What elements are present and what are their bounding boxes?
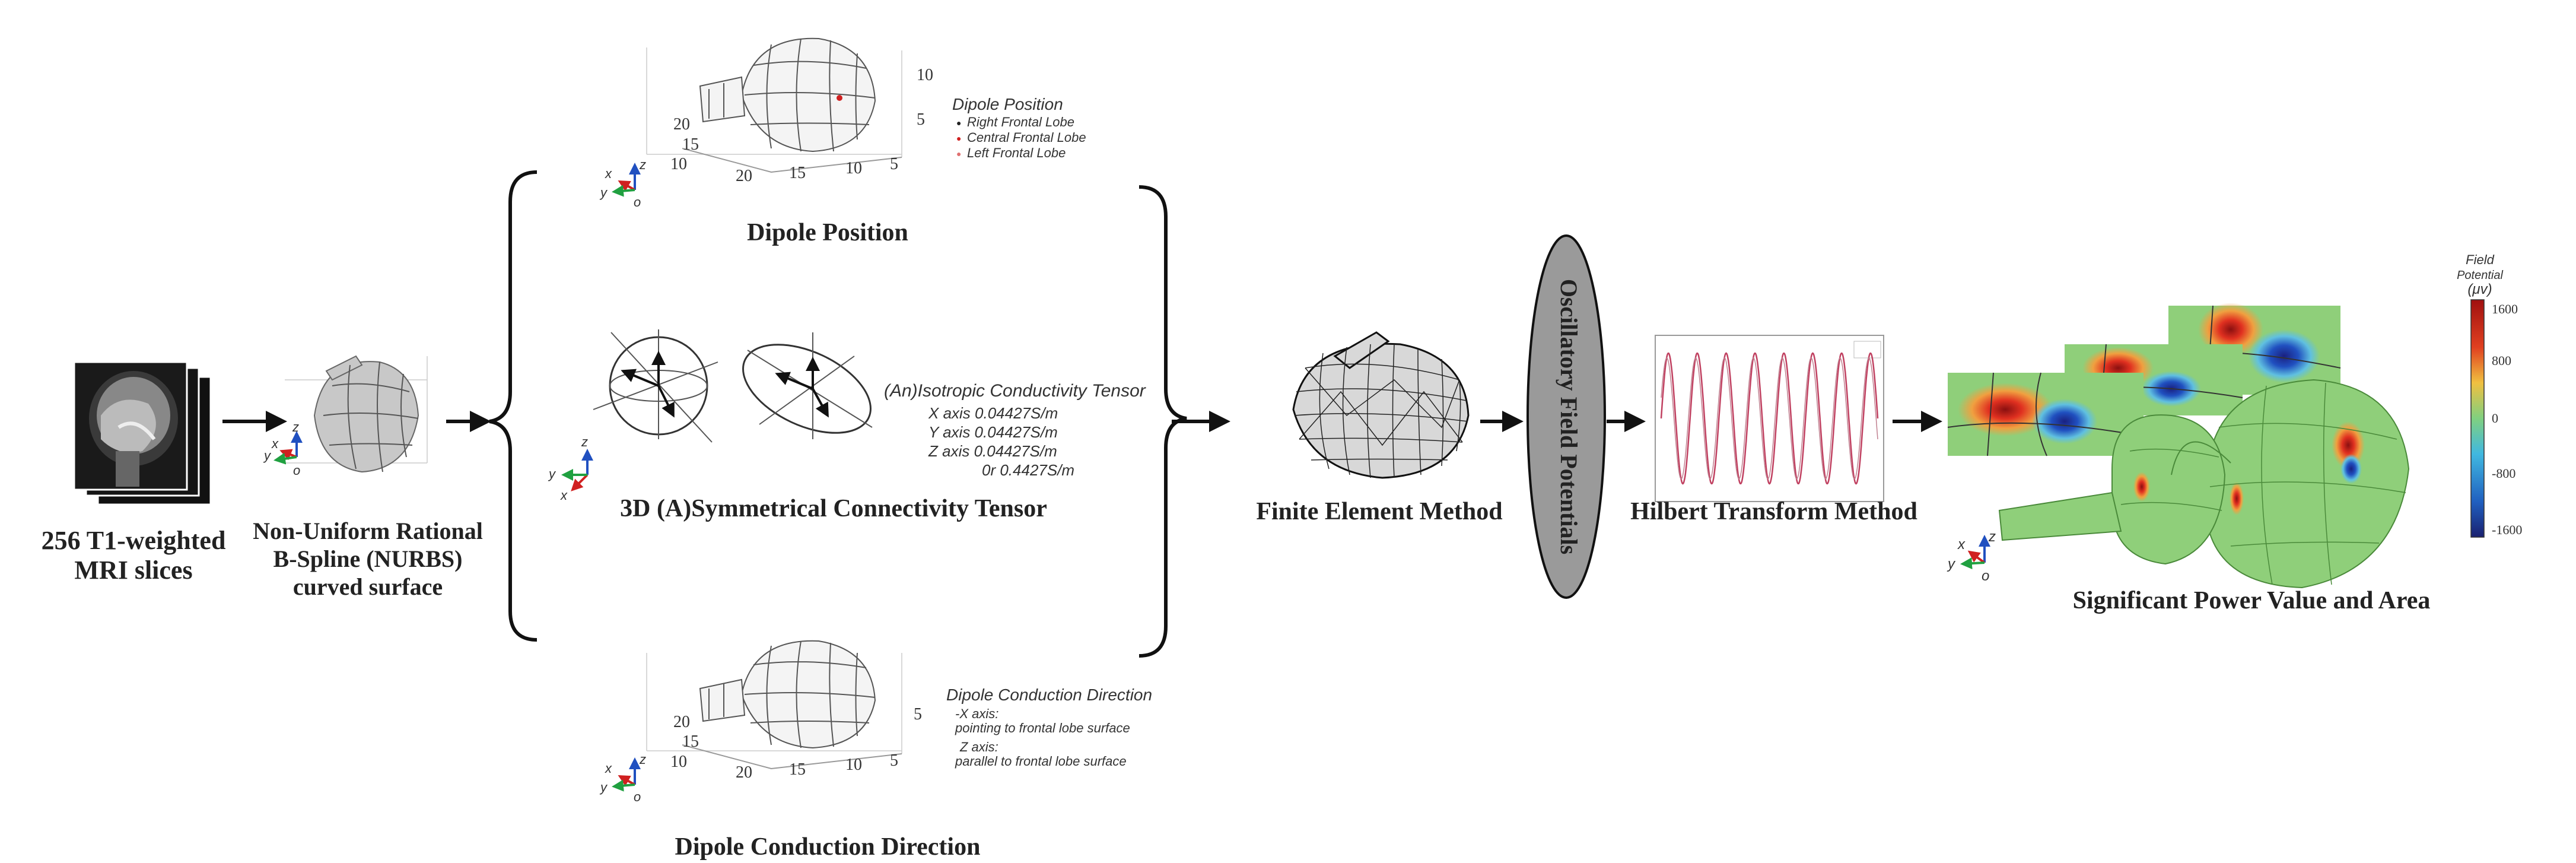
dipole-direction-info: Dipole Conduction Direction -X axis: poi… <box>946 686 1152 769</box>
direction-info-title: Dipole Conduction Direction <box>946 686 1152 704</box>
oscillatory-title: Oscillatory Field Potentials <box>1556 279 1582 554</box>
axis-o: o <box>634 195 641 210</box>
tick: 15 <box>789 760 806 779</box>
axis-y: y <box>548 467 556 481</box>
colorbar-tick: -1600 <box>2492 522 2522 537</box>
tensor-sphere-diagram <box>593 329 718 443</box>
result-title: Significant Power Value and Area <box>2073 587 2431 614</box>
axis-y: y <box>599 780 608 795</box>
axis-x: x <box>605 761 612 776</box>
mri-title-line1: 256 T1-weighted <box>42 526 226 555</box>
tick: 15 <box>682 135 699 154</box>
colorbar-title-line1: Field <box>2466 252 2494 267</box>
fem-title: Finite Element Method <box>1256 498 1502 525</box>
legend-marker-central: ● <box>956 135 961 144</box>
tick: 15 <box>789 164 806 182</box>
dipole-position-title: Dipole Position <box>747 219 908 246</box>
tensor-info-line: Y axis 0.04427S/m <box>928 423 1058 441</box>
axis-z: z <box>639 157 646 172</box>
result-head-surface <box>1998 379 2410 589</box>
legend-marker-right: ● <box>956 119 961 128</box>
tick: 10 <box>845 756 862 774</box>
tensor-info-line: Z axis 0.04427S/m <box>928 442 1057 460</box>
nurbs-axis-x: x <box>271 436 279 451</box>
axis-x: x <box>605 166 612 181</box>
axis-x: x <box>560 488 568 503</box>
axis-y: y <box>1947 556 1956 572</box>
right-brace <box>1138 185 1187 658</box>
tensor-info-title: (An)Isotropic Conductivity Tensor <box>884 381 1146 401</box>
dipole-direction-ticks: 5 20 15 10 20 15 10 5 <box>670 705 922 782</box>
axis-o: o <box>1982 568 1989 584</box>
colorbar-tick: -800 <box>2492 466 2515 481</box>
colorbar-title-line2: Potential <box>2457 269 2503 282</box>
colorbar-tick: 1600 <box>2492 302 2518 316</box>
tensor-info-line: X axis 0.04427S/m <box>928 404 1058 422</box>
tick: 5 <box>914 705 922 724</box>
mri-title-line2: MRI slices <box>74 556 192 585</box>
direction-info-line: Z axis: <box>959 740 998 754</box>
tick: 10 <box>845 159 862 177</box>
left-brace <box>489 170 538 642</box>
hilbert-title: Hilbert Transform Method <box>1630 498 1917 525</box>
direction-info-line: pointing to frontal lobe surface <box>955 721 1130 735</box>
tensor-info: (An)Isotropic Conductivity Tensor X axis… <box>884 381 1146 479</box>
dipole-position-legend: Dipole Position ● Right Frontal Lobe ● C… <box>952 95 1086 160</box>
colorbar-tick: 0 <box>2492 411 2498 426</box>
hilbert-wave-plot <box>1655 335 1884 502</box>
nurbs-title-line3: curved surface <box>293 573 443 600</box>
legend-item: Left Frontal Lobe <box>967 145 1066 160</box>
tick: 10 <box>917 66 933 84</box>
tick: 20 <box>736 167 752 185</box>
axis-o: o <box>634 789 641 804</box>
colorbar: Field Potential (μv) 1600 800 0 -800 -16… <box>2457 252 2522 538</box>
dipole-direction-axes-icon: z x y o <box>599 752 646 804</box>
nurbs-axis-z: z <box>292 420 299 434</box>
oscillatory-ellipse <box>1526 234 1606 599</box>
legend-title: Dipole Position <box>952 95 1063 113</box>
legend-item: Right Frontal Lobe <box>967 115 1074 129</box>
dipole-position-axes-icon: z x y o <box>599 157 646 210</box>
tick: 20 <box>673 115 690 134</box>
tick: 20 <box>673 713 690 731</box>
tick: 5 <box>890 155 898 173</box>
dipole-direction-mesh <box>646 640 902 770</box>
legend-item: Central Frontal Lobe <box>967 130 1086 145</box>
tensor-ellipse-diagram <box>742 332 873 439</box>
tensor-axes-icon: z x y <box>548 434 593 503</box>
axis-x: x <box>1957 537 1966 553</box>
nurbs-title-line1: Non-Uniform Rational <box>253 518 483 544</box>
tick: 10 <box>670 155 687 173</box>
result-axes-icon: z x y o <box>1947 529 1996 584</box>
axis-y: y <box>599 185 608 200</box>
colorbar-unit: (μv) <box>2467 281 2492 297</box>
direction-info-line: parallel to frontal lobe surface <box>955 754 1127 769</box>
fem-mesh-image <box>1292 331 1470 479</box>
tensor-info-line: 0r 0.4427S/m <box>982 461 1074 479</box>
colorbar-tick: 800 <box>2492 353 2511 368</box>
dipole-position-ticks: 10 5 20 15 10 20 15 10 5 <box>670 66 933 185</box>
mri-slices-image <box>73 361 212 506</box>
axis-z: z <box>581 434 588 449</box>
tick: 20 <box>736 763 752 782</box>
tick: 5 <box>917 110 925 129</box>
nurbs-title-line2: B-Spline (NURBS) <box>273 545 463 572</box>
nurbs-surface-image <box>285 355 428 473</box>
dipole-direction-title: Dipole Conduction Direction <box>675 833 981 861</box>
axis-z: z <box>639 752 646 767</box>
nurbs-axes-icon: z x y o <box>263 420 303 478</box>
direction-info-line: -X axis: <box>955 706 998 721</box>
nurbs-axis-o: o <box>293 463 300 478</box>
tick: 10 <box>670 753 687 771</box>
tick: 15 <box>682 732 699 751</box>
tick: 5 <box>890 751 898 770</box>
legend-marker-left: ● <box>956 150 961 159</box>
result-heatmap-panels <box>1947 303 2341 456</box>
nurbs-axis-y: y <box>263 448 272 463</box>
axis-z: z <box>1988 529 1996 545</box>
tensor-title: 3D (A)Symmetrical Connectivity Tensor <box>620 495 1047 522</box>
dipole-position-mesh <box>646 37 902 173</box>
